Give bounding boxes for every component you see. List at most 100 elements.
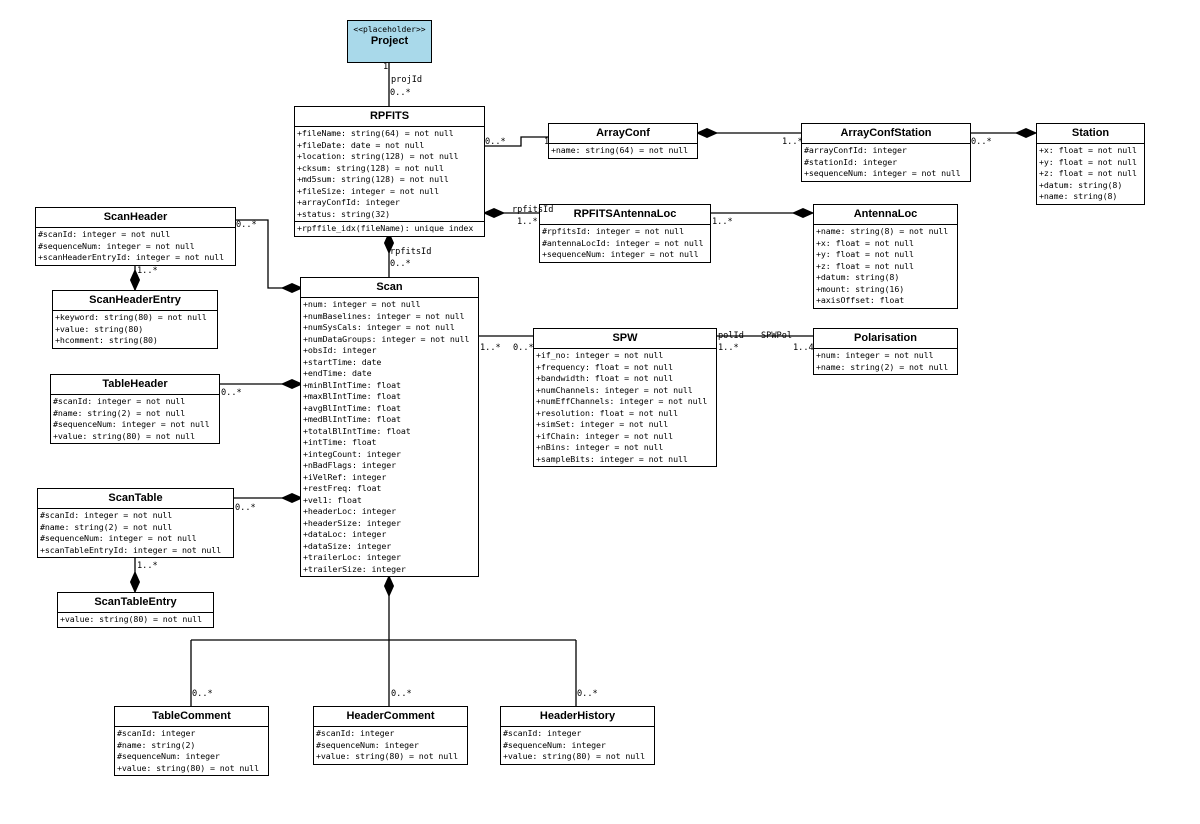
class-tableheader[interactable]: TableHeader #scanId: integer = not null … <box>50 374 220 444</box>
polarisation-name: Polarisation <box>814 329 957 349</box>
field: +value: string(80) = not null <box>53 430 195 441</box>
class-rpfits[interactable]: RPFITS +fileName: string(64) = not null … <box>294 106 485 237</box>
label-ral-antenna-mult: 1..* <box>712 217 733 227</box>
field: +num: integer = not null <box>816 350 934 360</box>
class-headercomment[interactable]: HeaderComment #scanId: integer #sequence… <box>313 706 468 765</box>
label-arrayconf-rpfits-mult: 1 <box>544 137 550 147</box>
rpfitsantennaloc-fields: #rpfitsId: integer = not null #antennaLo… <box>540 225 710 262</box>
class-scanheaderentry[interactable]: ScanHeaderEntry +keyword: string(80) = n… <box>52 290 218 349</box>
headercomment-name: HeaderComment <box>314 707 467 727</box>
tableheader-name: TableHeader <box>51 375 219 395</box>
field: +numDataGroups: integer = not null <box>303 333 470 344</box>
field: +md5sum: string(128) = not null <box>297 174 449 184</box>
field: #name: string(2) <box>117 739 196 750</box>
field: +simSet: integer = not null <box>536 419 669 429</box>
field: +fileSize: integer = not null <box>297 185 439 196</box>
field: #rpfitsId: integer = not null <box>542 226 684 236</box>
scantableentry-name: ScanTableEntry <box>58 593 213 613</box>
class-headerhistory[interactable]: HeaderHistory #scanId: integer #sequence… <box>500 706 655 765</box>
field: +name: string(8) = not null <box>816 226 949 236</box>
field: +fileDate: date = not null <box>297 139 425 150</box>
class-scantableentry[interactable]: ScanTableEntry +value: string(80) = not … <box>57 592 214 628</box>
class-tablecomment[interactable]: TableComment #scanId: integer #name: str… <box>114 706 269 776</box>
class-arrayconfstation[interactable]: ArrayConfStation #arrayConfId: integer #… <box>801 123 971 182</box>
field: #antennaLocId: integer = not null <box>542 237 704 248</box>
arrayconf-fields: +name: string(64) = not null <box>549 144 697 158</box>
diamond-antennaloc <box>791 207 815 219</box>
field: #name: string(2) = not null <box>40 521 173 532</box>
diamond-arrayconfstation-station <box>1014 127 1038 139</box>
field: +value: string(80) = not null <box>60 614 202 624</box>
field: +dataLoc: integer <box>303 529 387 539</box>
diamond-rpfits-antennaloc <box>482 207 506 219</box>
class-spw[interactable]: SPW +if_no: integer = not null +frequenc… <box>533 328 717 467</box>
label-headerhistory-mult: 0..* <box>577 689 598 699</box>
project-stereotype: <<placeholder>> <box>353 25 426 34</box>
field: +headerLoc: integer <box>303 506 397 516</box>
field: +minBlIntTime: float <box>303 379 401 390</box>
field: +vel1: float <box>303 494 362 505</box>
diamond-tableheader-scan <box>280 378 304 390</box>
diamond-scantableentry <box>129 570 141 594</box>
label-rpfits-proj-mult: 0..* <box>390 88 411 98</box>
class-arrayconf[interactable]: ArrayConf +name: string(64) = not null <box>548 123 698 159</box>
field: +numBaselines: integer = not null <box>303 310 465 321</box>
field: +status: string(32) <box>297 208 391 219</box>
class-scan[interactable]: Scan +num: integer = not null +numBaseli… <box>300 277 479 577</box>
field: +y: float = not null <box>1039 156 1137 167</box>
label-project-mult: 1 <box>383 62 389 72</box>
headerhistory-fields: #scanId: integer #sequenceNum: integer +… <box>501 727 654 764</box>
field: #stationId: integer <box>804 156 898 167</box>
class-polarisation[interactable]: Polarisation +num: integer = not null +n… <box>813 328 958 375</box>
station-fields: +x: float = not null +y: float = not nul… <box>1037 144 1144 204</box>
field: #scanId: integer = not null <box>38 229 171 239</box>
class-antennaloc[interactable]: AntennaLoc +name: string(8) = not null +… <box>813 204 958 309</box>
field: +axisOffset: float <box>816 295 905 305</box>
field: +numChannels: integer = not null <box>536 384 693 395</box>
field: +headerSize: integer <box>303 517 401 528</box>
field: +restFreq: float <box>303 483 382 493</box>
field: +name: string(64) = not null <box>551 145 689 155</box>
label-scantable-mult: 0..* <box>235 503 256 513</box>
label-rpfitsid-role: rpfitsId <box>390 247 432 257</box>
class-scanheader[interactable]: ScanHeader #scanId: integer = not null #… <box>35 207 236 266</box>
field: +z: float = not null <box>1039 168 1137 178</box>
label-polid-role: polId <box>718 331 744 341</box>
field: +scanHeaderEntryId: integer = not null <box>38 252 225 262</box>
polarisation-fields: +num: integer = not null +name: string(2… <box>814 349 957 374</box>
field: +medBlIntTime: float <box>303 414 401 424</box>
label-headercomment-mult: 0..* <box>391 689 412 699</box>
field: #sequenceNum: integer = not null <box>38 240 195 251</box>
field: +obsId: integer <box>303 345 377 355</box>
field: +integCount: integer <box>303 448 401 459</box>
label-spw-pol-mult: 1..* <box>718 343 739 353</box>
field: +sequenceNum: integer = not null <box>804 168 961 178</box>
field: +ifChain: integer = not null <box>536 430 674 441</box>
label-scanheader-mult: 0..* <box>236 220 257 230</box>
class-station[interactable]: Station +x: float = not null +y: float =… <box>1036 123 1145 205</box>
field: +numSysCals: integer = not null <box>303 322 455 332</box>
field: #sequenceNum: integer <box>316 739 419 750</box>
field: +x: float = not null <box>816 237 914 248</box>
rpfits-name: RPFITS <box>295 107 484 127</box>
class-rpfitsantennaloc[interactable]: RPFITSAntennaLoc #rpfitsId: integer = no… <box>539 204 711 263</box>
label-scantableentry-mult: 1..* <box>137 561 158 571</box>
field: +maxBlIntTime: float <box>303 391 401 401</box>
field: +name: string(8) <box>1039 191 1118 201</box>
field: +nBadFlags: integer <box>303 460 397 470</box>
scanheader-fields: #scanId: integer = not null #sequenceNum… <box>36 228 235 265</box>
field: +startTime: date <box>303 356 382 367</box>
class-scantable[interactable]: ScanTable #scanId: integer = not null #n… <box>37 488 234 558</box>
field: +resolution: float = not null <box>536 407 678 418</box>
label-pol-spw-mult: 1..4 <box>793 343 814 353</box>
tablecomment-fields: #scanId: integer #name: string(2) #seque… <box>115 727 268 775</box>
diamond-scanheader-scan <box>280 282 304 294</box>
field: +scanTableEntryId: integer = not null <box>40 544 222 555</box>
field: +z: float = not null <box>816 260 914 271</box>
station-name: Station <box>1037 124 1144 144</box>
field: +intTime: float <box>303 437 377 447</box>
class-project[interactable]: <<placeholder>> Project <box>347 20 432 63</box>
arrayconf-name: ArrayConf <box>549 124 697 144</box>
field: #scanId: integer <box>117 728 196 738</box>
